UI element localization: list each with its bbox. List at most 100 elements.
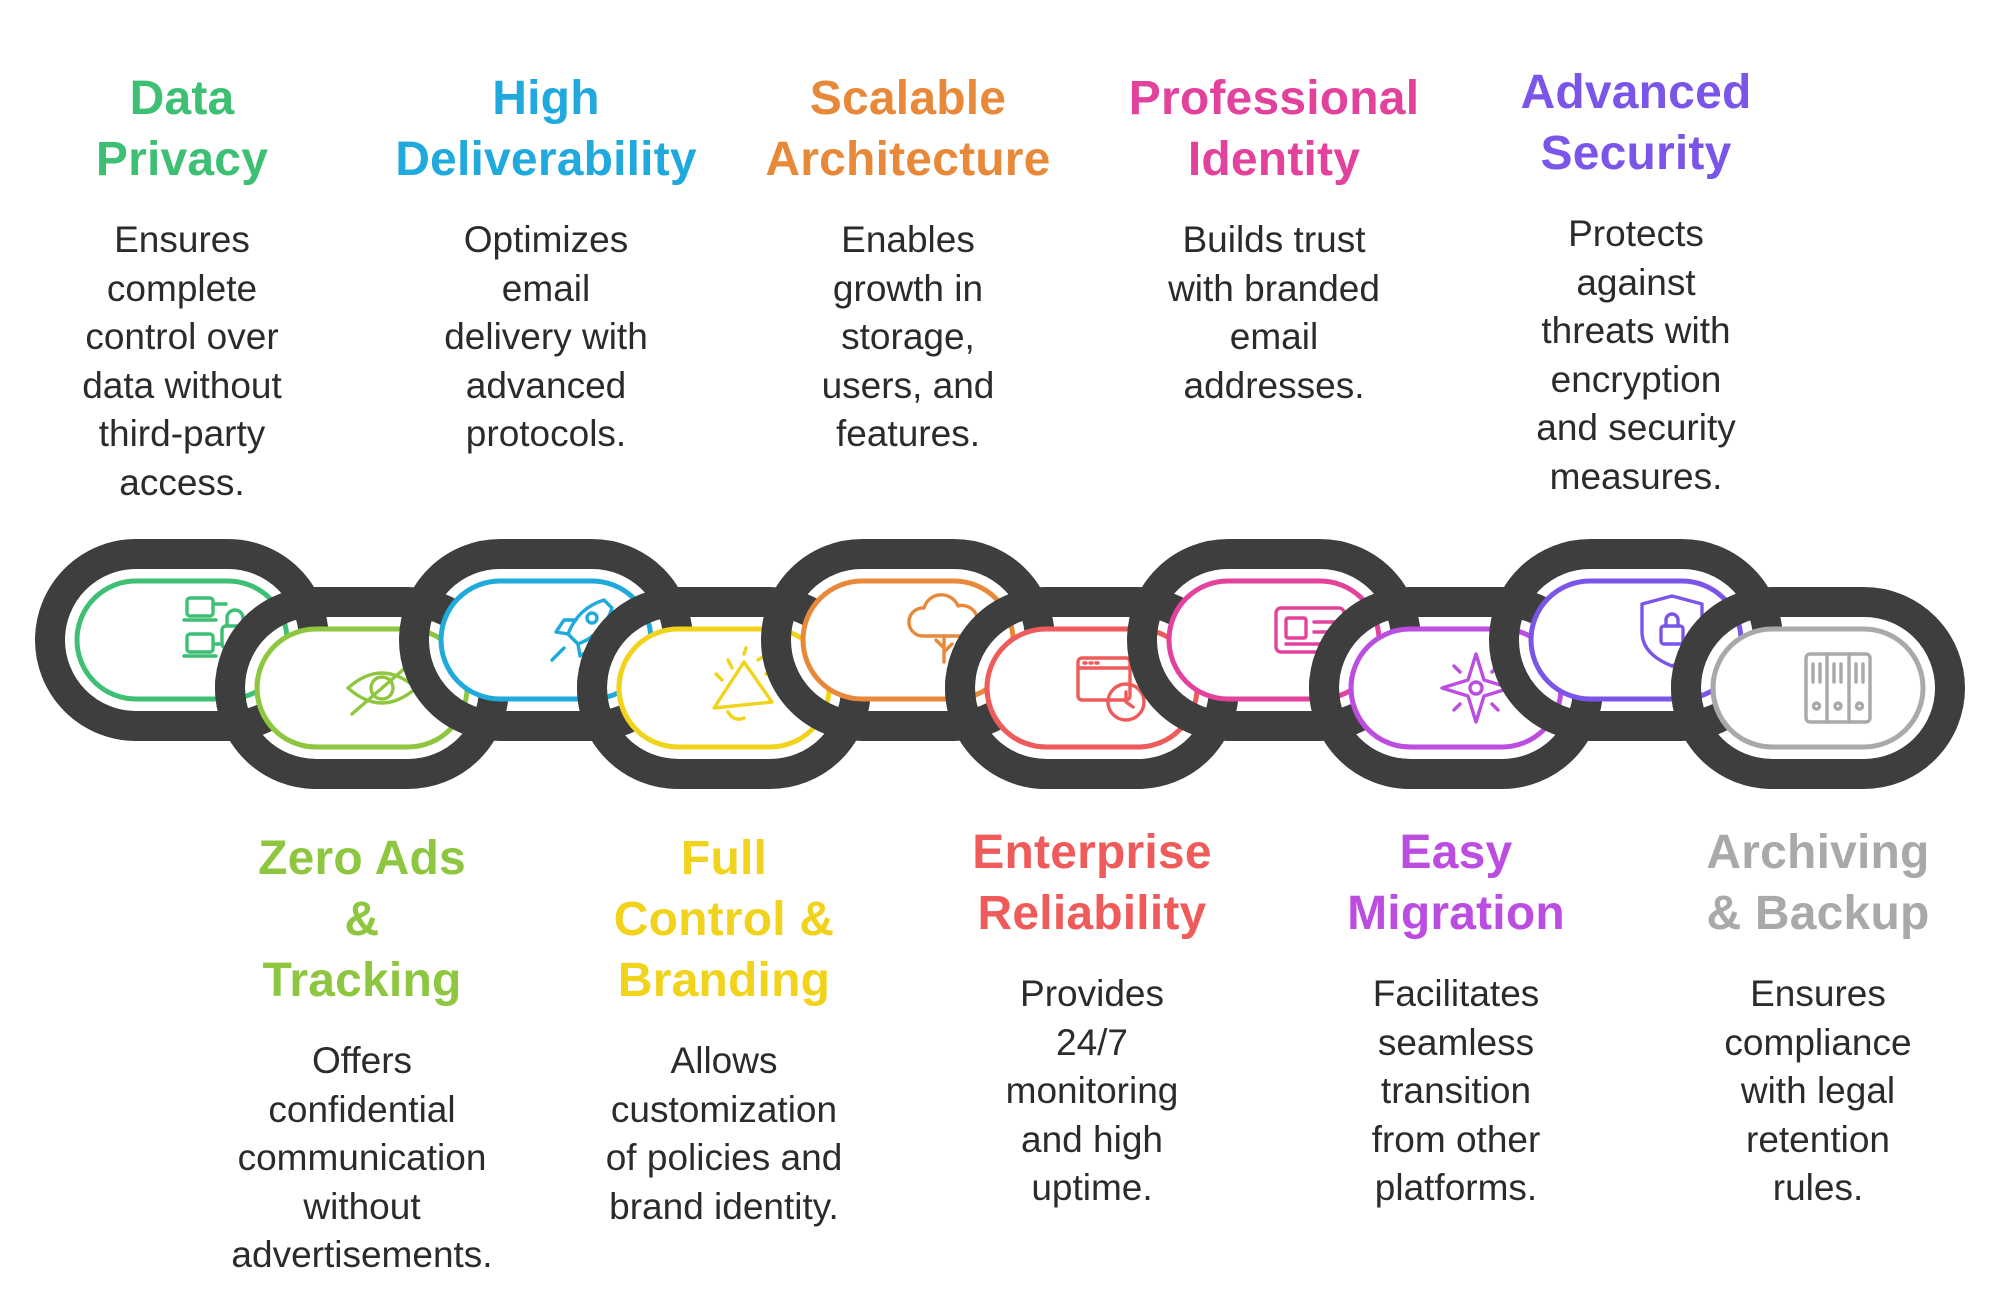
feature-title-line: Tracking bbox=[262, 954, 462, 1007]
chain-link-overlap-archiving-backup bbox=[1671, 678, 1808, 789]
browser-clock-icon bbox=[1076, 656, 1146, 722]
compass-star-icon bbox=[1440, 652, 1512, 724]
chain-link-overlap-full-control bbox=[577, 678, 714, 789]
chain-link-advanced-security bbox=[1489, 539, 1783, 741]
feature-description-line: control over bbox=[85, 316, 279, 357]
feature-description-line: Facilitates bbox=[1372, 973, 1540, 1014]
feature-description-line: access. bbox=[119, 461, 245, 503]
feature-title-line: Scalable bbox=[809, 72, 1007, 125]
file-cabinet-icon bbox=[1804, 652, 1872, 724]
feature-title-line: Migration bbox=[1347, 887, 1565, 940]
feature-description-line: retention bbox=[1745, 1118, 1890, 1160]
feature-description-line: advanced bbox=[465, 364, 627, 406]
chain-link-archiving-backup bbox=[1671, 587, 1965, 789]
feature-description-line: complete bbox=[106, 267, 258, 309]
feature-description-line: Enables bbox=[841, 219, 975, 260]
chain-link-overlap-enterprise-reliability bbox=[945, 678, 1082, 789]
feature-title-line: Architecture bbox=[765, 133, 1051, 186]
feature-title-line: Full bbox=[680, 832, 768, 885]
feature-title: Zero Ads&Tracking bbox=[231, 828, 492, 1011]
feature-title-line: Branding bbox=[617, 954, 831, 1007]
feature-description-line: Builds trust bbox=[1182, 219, 1366, 260]
feature-title-line: Data bbox=[129, 72, 235, 125]
feature-title-line: Security bbox=[1540, 127, 1732, 180]
feature-title-line: Privacy bbox=[95, 133, 269, 186]
feature-description-line: protocols. bbox=[465, 413, 627, 454]
cloud-tree-icon bbox=[907, 593, 980, 664]
feature-title-line: Identity bbox=[1187, 133, 1361, 186]
feature-description-line: email bbox=[501, 267, 591, 309]
feature-description-line: Offers bbox=[311, 1040, 413, 1081]
eye-off-icon bbox=[346, 660, 418, 716]
chain-link-scalable-architecture bbox=[761, 539, 1055, 741]
feature-description-line: and high bbox=[1021, 1118, 1163, 1160]
feature-description-line: without bbox=[303, 1185, 421, 1227]
feature-description-line: data without bbox=[82, 364, 282, 406]
feature-description-line: communication bbox=[237, 1137, 487, 1178]
feature-title-line: Archiving bbox=[1706, 826, 1930, 879]
feature-title: Archiving& Backup bbox=[1706, 822, 1929, 944]
feature-description-line: email bbox=[1229, 316, 1319, 357]
feature-description-line: storage, bbox=[841, 316, 975, 357]
feature-description-line: customization bbox=[610, 1088, 838, 1130]
feature-title-line: Control & bbox=[613, 893, 835, 946]
feature-description-line: encryption bbox=[1550, 358, 1722, 400]
feature-description-line: platforms. bbox=[1374, 1167, 1538, 1208]
chain-link-enterprise-reliability bbox=[945, 587, 1239, 789]
feature-description-line: and security bbox=[1536, 407, 1736, 448]
feature-description-line: seamless bbox=[1377, 1021, 1535, 1063]
feature-description-line: Ensures bbox=[114, 219, 250, 260]
id-card-icon bbox=[1274, 606, 1346, 654]
chain-link-easy-migration bbox=[1309, 587, 1603, 789]
shield-lock-icon bbox=[1640, 594, 1704, 668]
feature-description-line: with branded bbox=[1168, 267, 1380, 309]
feature-description-line: transition bbox=[1380, 1070, 1532, 1111]
feature-description-line: delivery with bbox=[444, 316, 648, 357]
feature-title-line: Zero Ads bbox=[258, 832, 466, 885]
feature-description-line: measures. bbox=[1549, 455, 1723, 497]
feature-description: Provides 24/7 monitoring and high uptime. bbox=[972, 970, 1211, 1213]
devices-lock-icon bbox=[182, 596, 250, 658]
rocket-icon bbox=[550, 598, 614, 662]
feature-description-line: Optimizes bbox=[463, 219, 629, 260]
feature-description-line: users, and bbox=[821, 364, 995, 406]
feature-title-line: Reliability bbox=[977, 887, 1207, 940]
feature-title-line: Deliverability bbox=[395, 133, 697, 186]
feature-description-line: 24/7 bbox=[1055, 1021, 1129, 1063]
feature-description-line: third-party bbox=[98, 413, 266, 454]
feature-description-line: Allows bbox=[670, 1040, 778, 1081]
chain-link-data-privacy bbox=[35, 539, 329, 741]
feature-description-line: uptime. bbox=[1031, 1167, 1153, 1208]
feature-description-line: against bbox=[1576, 261, 1696, 303]
feature-description-line: confidential bbox=[268, 1088, 456, 1130]
feature-description: Ensures complete control over data without t… bbox=[82, 216, 282, 507]
feature-description-line: threats with bbox=[1541, 310, 1731, 351]
feature-title-line: Advanced bbox=[1520, 66, 1752, 119]
feature-description-line: Provides bbox=[1020, 973, 1164, 1014]
feature-description-line: monitoring bbox=[1005, 1070, 1179, 1111]
feature-description-line: brand identity. bbox=[609, 1185, 839, 1227]
feature-title-line: Professional bbox=[1128, 72, 1420, 125]
